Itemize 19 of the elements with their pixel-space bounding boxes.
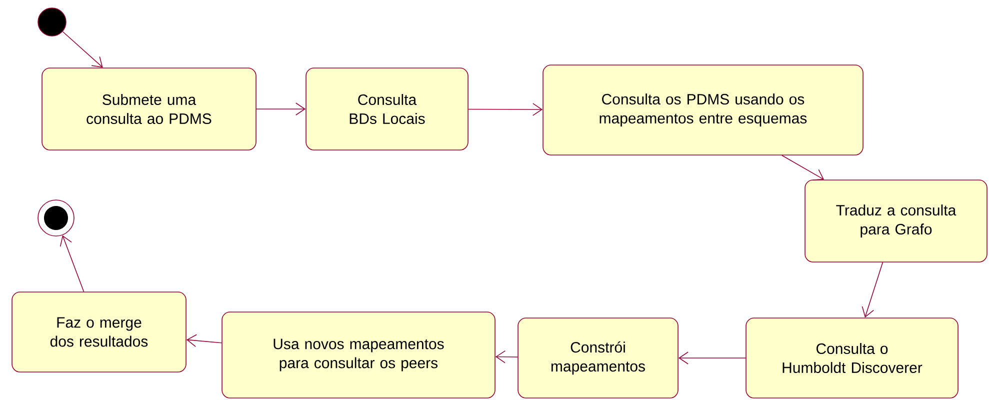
activity-box: Traduz a consulta para Grafo — [804, 180, 988, 262]
activity-box: Constrói mapeamentos — [518, 318, 678, 398]
arrow — [678, 352, 746, 364]
activity-box: Usa novos mapeamentos para consultar os peers — [222, 312, 496, 398]
activity-box: Consulta BDs Locais — [306, 68, 468, 150]
end-dot — [38, 200, 74, 236]
activity-box: Faz o merge dos resultados — [12, 292, 186, 372]
activity-box: Submete uma consulta ao PDMS — [42, 68, 256, 150]
activity-box: Consulta o Humboldt Discoverer — [746, 318, 958, 398]
arrow — [862, 262, 884, 318]
arrow — [60, 235, 84, 292]
activity-box: Consulta os PDMS usando os mapeamentos entre esquemas — [542, 64, 864, 156]
arrow — [256, 102, 306, 116]
arrow — [495, 350, 518, 364]
arrow — [186, 334, 222, 347]
arrow — [782, 155, 824, 180]
arrow — [468, 103, 543, 116]
start-dot — [38, 8, 66, 36]
arrow — [62, 31, 103, 68]
